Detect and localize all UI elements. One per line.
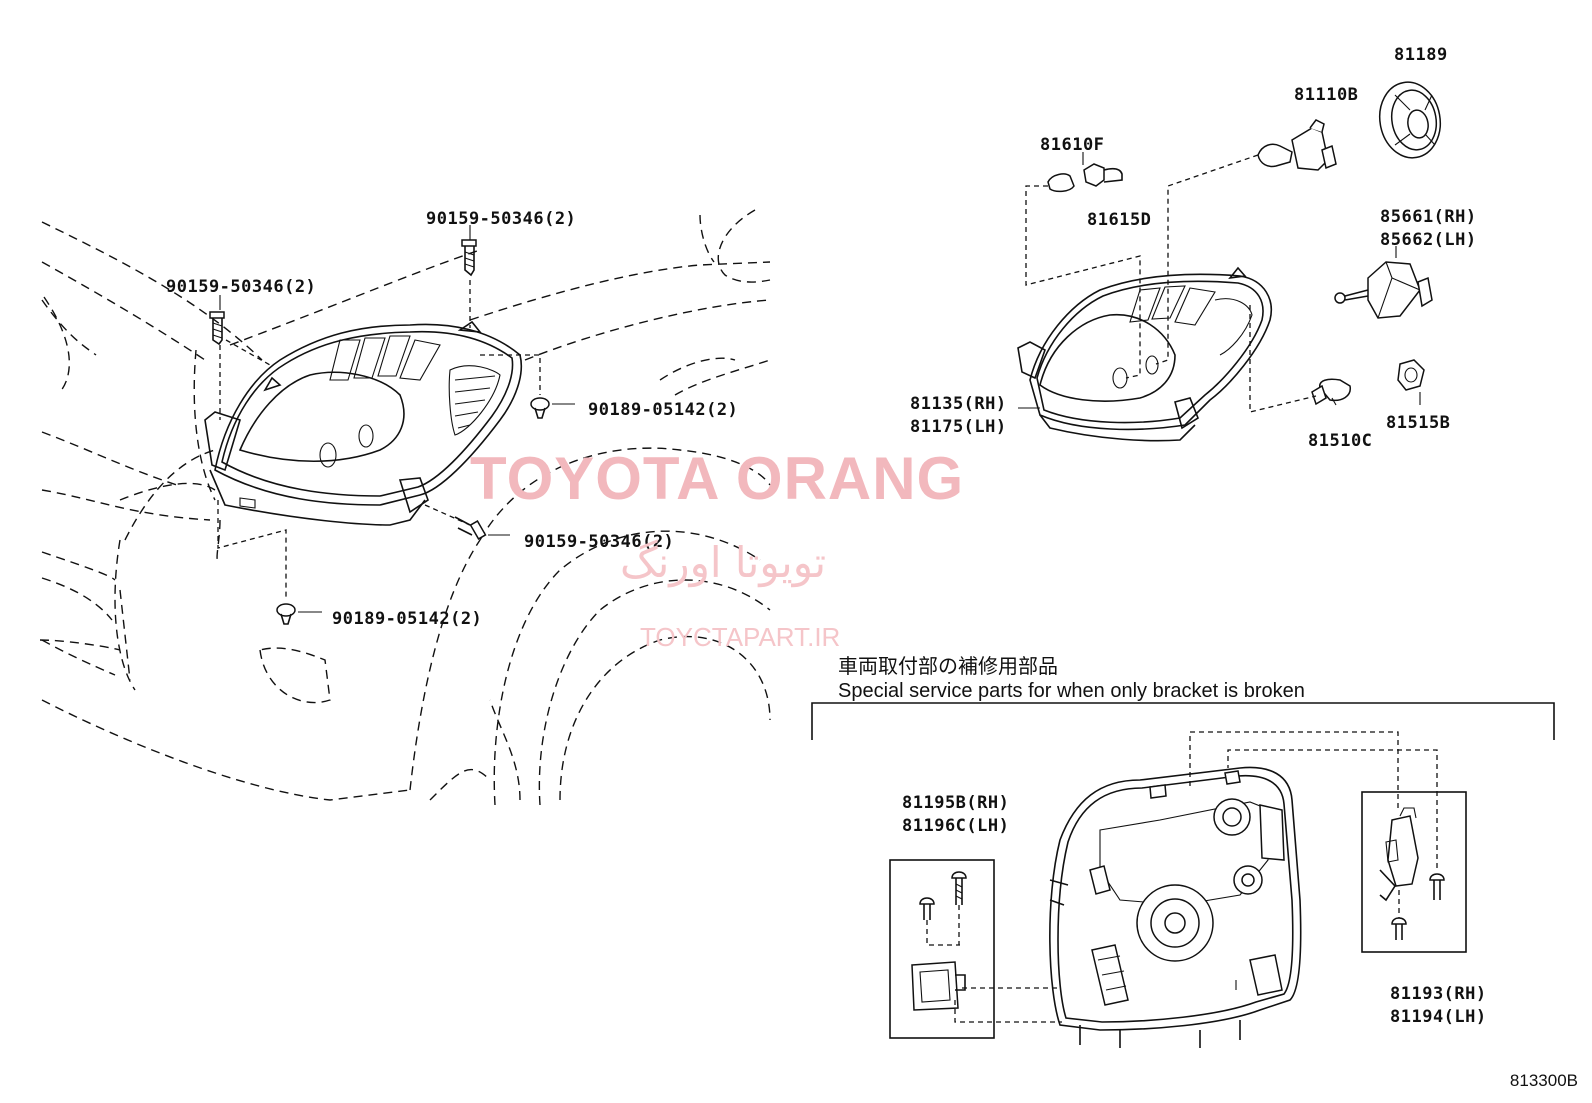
bulb-icon [1311,378,1351,406]
bolt-icon [209,311,225,346]
label-bolt-top: 90159-50346(2) [426,209,577,229]
label-81510c: 81510C [1308,431,1373,451]
clip-icon [530,397,550,419]
socket-icon [1083,163,1123,187]
leader-lines-right [1018,152,1421,413]
headlamp-assembly-right [1017,266,1272,442]
dust-cover-icon [1378,81,1442,159]
leveling-motor-icon [1334,261,1433,319]
socket-icon [1397,359,1425,391]
bolt-icon [461,239,477,277]
label-bolt-bottom: 90159-50346(2) [524,532,675,552]
label-81193: 81193(RH) [1390,984,1487,1004]
service-bracket-frame [811,702,1555,1039]
note-en: Special service parts for when only brac… [838,680,1305,702]
label-81175: 81175(LH) [910,417,1007,437]
headlamp-assembly-left [204,320,523,526]
label-81135: 81135(RH) [910,394,1007,414]
label-81189: 81189 [1394,45,1448,65]
label-81515b: 81515B [1386,413,1451,433]
note-jp: 車両取付部の補修用部品 [838,656,1058,678]
label-81194: 81194(LH) [1390,1007,1487,1027]
halogen-bulb-icon [1257,119,1337,171]
label-81195b: 81195B(RH) [902,793,1010,813]
label-85662: 85662(LH) [1380,230,1477,250]
watermark-url: TOYCTAPART.IR [640,622,841,652]
headlamp-rear-view [1049,766,1302,1048]
label-81196c: 81196C(LH) [902,816,1010,836]
bracket-kit-left [911,871,1062,1023]
bracket-kit-right [1189,731,1445,940]
car-body-outline [39,209,771,806]
bulb-icon [1047,173,1075,193]
leader-lines-left [217,225,575,613]
clip-icon [276,603,296,625]
label-clip-bottom: 90189-05142(2) [332,609,483,629]
label-bolt-left: 90159-50346(2) [166,277,317,297]
label-clip-right: 90189-05142(2) [588,400,739,420]
label-85661: 85661(RH) [1380,207,1477,227]
watermark-main: TOYOTA ORANG [470,445,965,512]
watermark-persian: تویوتا اورنگ [620,538,827,587]
label-81610f: 81610F [1040,135,1105,155]
label-81110b: 81110B [1294,85,1359,105]
figure-code: 813300B [1509,1071,1578,1090]
label-81615d: 81615D [1087,210,1152,230]
